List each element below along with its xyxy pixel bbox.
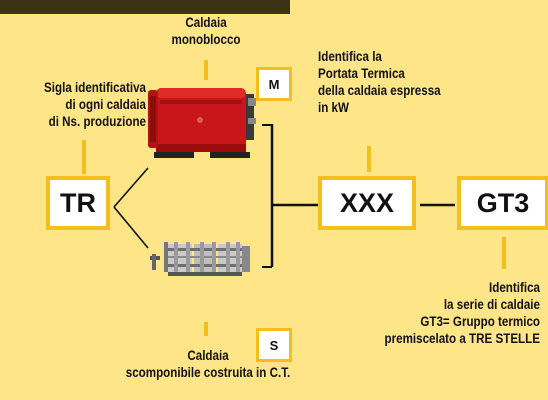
boiler-scomponibile-image	[150, 242, 250, 276]
tick-monoblocco	[204, 60, 208, 80]
code-box-xxx: XXX	[318, 176, 416, 230]
boiler-monoblocco-image	[148, 88, 256, 158]
code-box-gt3: GT3	[457, 176, 548, 230]
label-monoblocco: Caldaia monoblocco	[171, 15, 241, 47]
tick-sigla	[82, 140, 86, 174]
label-scomponibile: Caldaia scomponibile costruita in C.T.	[125, 348, 291, 380]
label-sigla: Sigla identificativa di ogni caldaia di …	[44, 80, 146, 129]
code-box-m: M	[256, 67, 292, 101]
tick-serie	[502, 237, 506, 269]
code-box-s: S	[256, 328, 292, 362]
label-portata: Identifica la Portata Termica della cald…	[318, 49, 441, 115]
header-bar	[0, 0, 290, 14]
tick-scomponibile	[204, 322, 208, 336]
label-serie: Identifica la serie di caldaie GT3= Grup…	[384, 280, 540, 346]
tick-portata	[367, 146, 371, 172]
code-box-tr: TR	[46, 176, 110, 230]
